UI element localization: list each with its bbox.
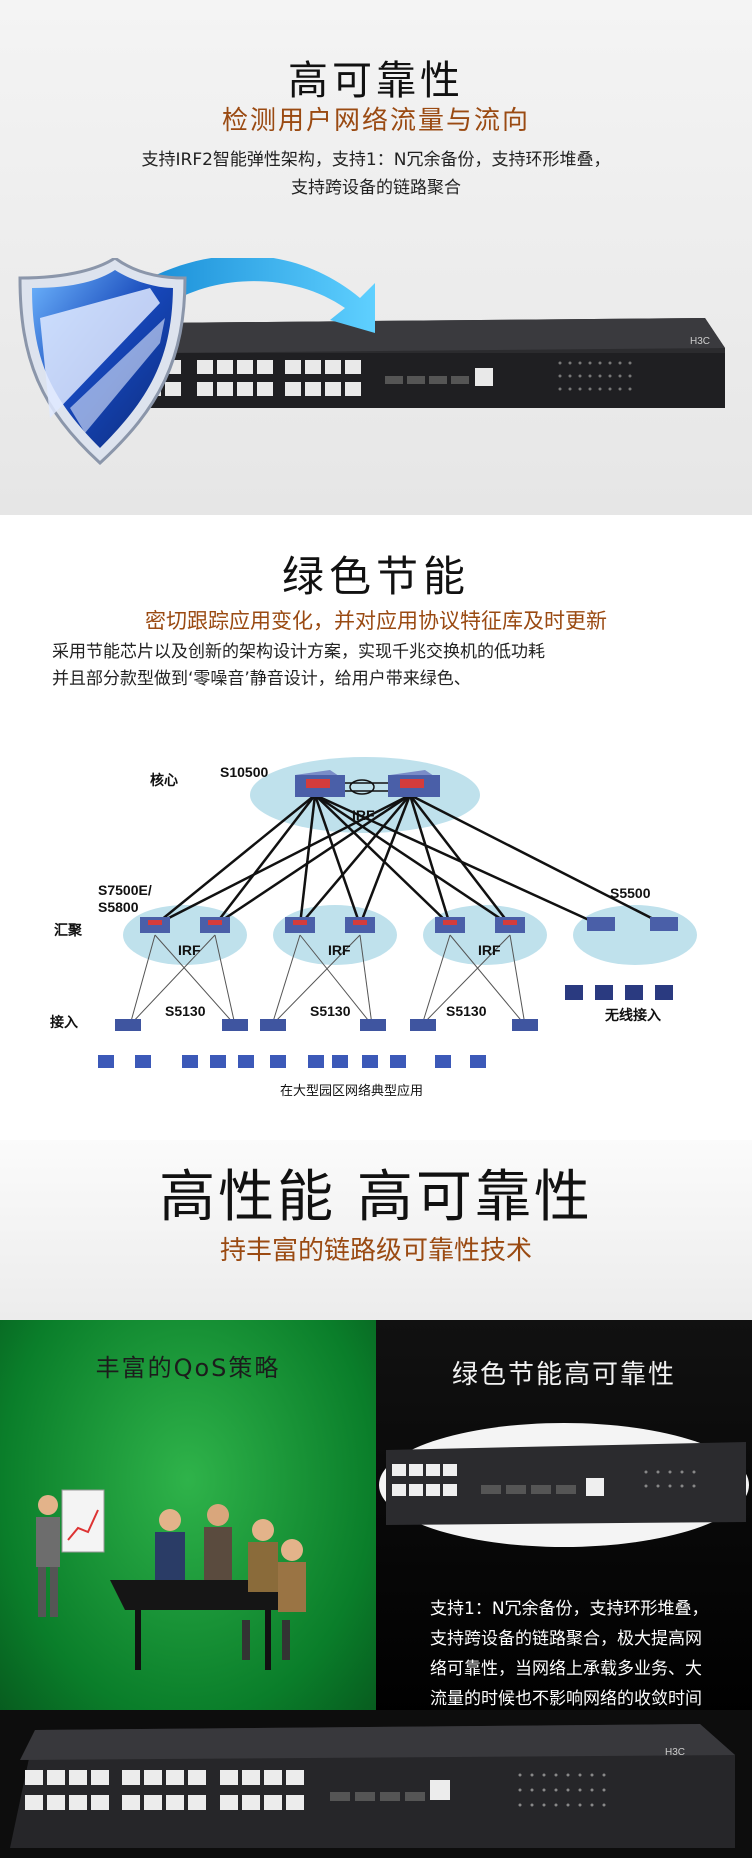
core-irf-label: IRF (352, 807, 375, 823)
agg-model-label-2: S5800 (98, 899, 139, 915)
access-switch-icon (410, 1019, 436, 1031)
access-links (129, 934, 526, 1026)
section-green-energy: 绿色节能 密切跟踪应用变化，并对应用协议特征库及时更新 采用节能芯片以及创新的架… (0, 515, 752, 1140)
section1-description: 支持IRF2智能弹性架构，支持1：N冗余备份，支持环形堆叠， 支持跨设备的链路聚… (0, 146, 752, 202)
wireless-label: 无线接入 (604, 1007, 661, 1023)
reliability-line2: 支持跨设备的链路聚合，极大提高网 (430, 1629, 702, 1649)
reliability-line3: 络可靠性，当网络上承载多业务、大 (430, 1659, 702, 1679)
section-qos-green: 丰富的QoS策略 绿色节能高可靠性 支持1：N冗余备份，支持环形堆叠， 支持跨设… (0, 1320, 752, 1858)
section2-line1: 采用节能芯片以及创新的架构设计方案，实现千兆交换机的低功耗 (52, 642, 545, 662)
section2-title: 绿色节能 (281, 552, 470, 601)
agg-irf-label: IRF (178, 942, 201, 958)
green-reliability-title: 绿色节能高可靠性 (451, 1360, 676, 1390)
section-high-reliability: 高可靠性 检测用户网络流量与流向 支持IRF2智能弹性架构，支持1：N冗余备份，… (0, 0, 752, 515)
access-switch-icon (222, 1019, 248, 1031)
switch-front-image: H3C (0, 1710, 752, 1858)
pc-icons (98, 1055, 486, 1068)
core-switch-icon (388, 770, 440, 797)
access-model-label: S5130 (165, 1003, 206, 1019)
brand-logo: H3C (665, 1747, 685, 1758)
network-topology-diagram: 核心 S10500 IRF S7500E/ S5800 汇聚 S5500 IRF… (50, 757, 697, 1098)
section1-line2: 支持跨设备的链路聚合 (291, 178, 461, 198)
section2-description: 采用节能芯片以及创新的架构设计方案，实现千兆交换机的低功耗 并且部分款型做到‘零… (52, 639, 712, 693)
agg-irf-label: IRF (478, 942, 501, 958)
access-switch-icon (360, 1019, 386, 1031)
diagram-caption: 在大型园区网络典型应用 (280, 1083, 423, 1098)
access-model-label: S5130 (446, 1003, 487, 1019)
core-switch-icon (295, 770, 345, 797)
section1-line1: 支持IRF2智能弹性架构，支持1：N冗余备份，支持环形堆叠， (141, 150, 611, 170)
access-switch-icon (260, 1019, 286, 1031)
section-high-performance: 高性能 高可靠性 持丰富的链路级可靠性技术 (0, 1140, 752, 1320)
section1-subtitle: 检测用户网络流量与流向 (221, 106, 530, 136)
reliability-line1: 支持1：N冗余备份，支持环形堆叠， (430, 1599, 709, 1619)
agg-label: 汇聚 (54, 922, 83, 938)
core-model-label: S10500 (220, 764, 268, 780)
qos-title: 丰富的QoS策略 (95, 1354, 281, 1382)
brand-logo: H3C (690, 336, 710, 347)
switch-closeup-image (379, 1423, 749, 1547)
core-links (154, 793, 666, 927)
section1-title: 高可靠性 (288, 58, 464, 104)
reliability-line4: 流量的时候也不影响网络的收敛时间 (430, 1689, 702, 1709)
switch-with-shield-image: H3C (18, 258, 725, 466)
reliability-description: 支持1：N冗余备份，支持环形堆叠， 支持跨设备的链路聚合，极大提高网 络可靠性，… (430, 1594, 740, 1714)
section3-title: 高性能 高可靠性 (159, 1165, 593, 1230)
agg-model-label-1: S7500E/ (98, 882, 152, 898)
agg-ellipse (573, 905, 697, 965)
arrow-icon (150, 258, 375, 333)
access-model-label: S5130 (310, 1003, 351, 1019)
access-switch-icon (512, 1019, 538, 1031)
s5500-label: S5500 (610, 885, 651, 901)
s5500-switch-icon (587, 917, 615, 931)
section2-subtitle: 密切跟踪应用变化，并对应用协议特征库及时更新 (145, 609, 607, 633)
access-switch-icon (115, 1019, 141, 1031)
wireless-user-icons (565, 985, 673, 1000)
section2-line2: 并且部分款型做到‘零噪音’静音设计，给用户带来绿色、 (52, 669, 471, 689)
section3-subtitle: 持丰富的链路级可靠性技术 (219, 1236, 532, 1266)
shield-icon (18, 258, 187, 466)
core-label: 核心 (150, 772, 178, 788)
meeting-illustration (36, 1489, 306, 1670)
agg-irf-label: IRF (328, 942, 351, 958)
s5500-switch-icon (650, 917, 678, 931)
access-label: 接入 (50, 1014, 78, 1030)
